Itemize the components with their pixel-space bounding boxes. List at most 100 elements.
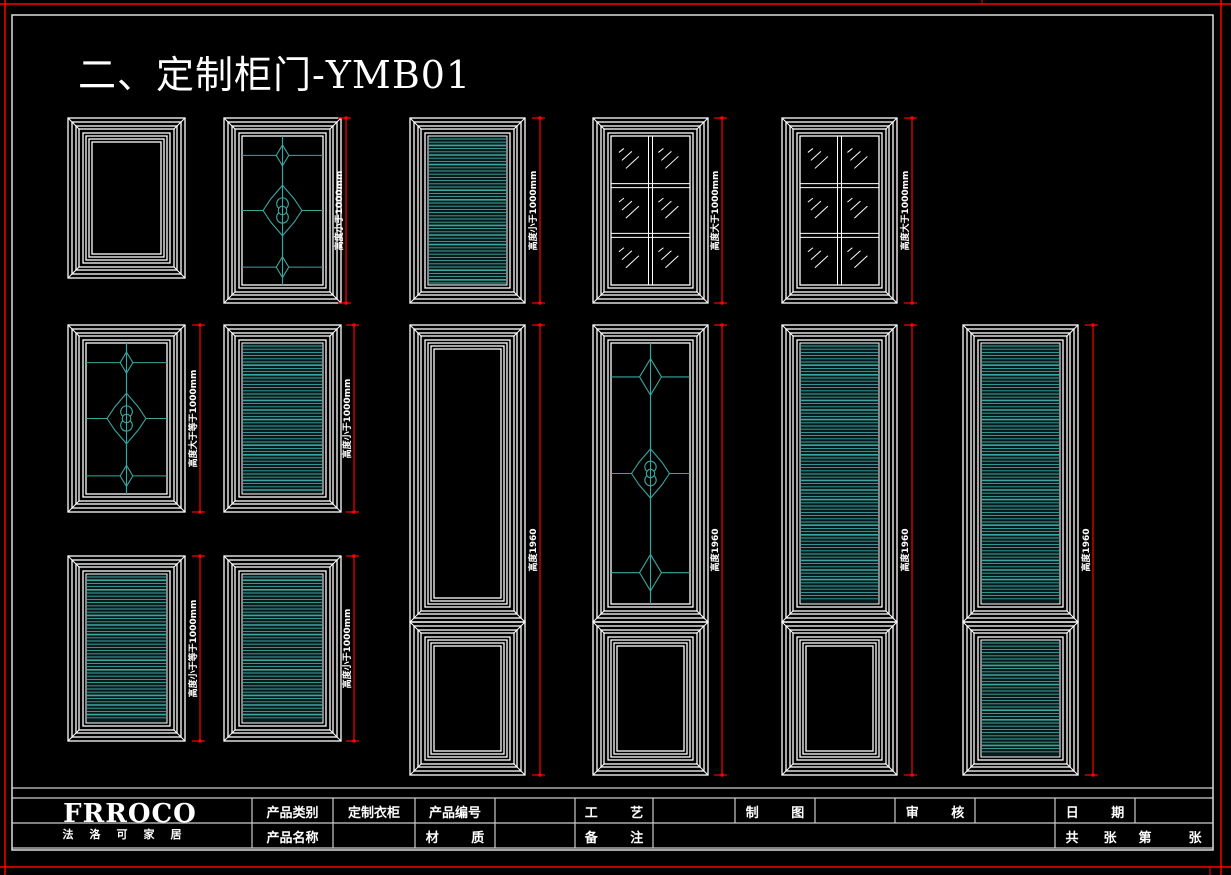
door-frame-line	[71, 559, 182, 738]
mitre-line	[409, 763, 422, 776]
door-frame-line	[78, 566, 175, 731]
mitre-line	[223, 291, 236, 304]
louver-panel	[980, 342, 1061, 605]
door-frame-line	[223, 117, 342, 304]
product-category-label: 产品类别	[266, 805, 319, 821]
glass-reflection	[665, 255, 679, 269]
door-frame-line	[600, 629, 701, 768]
mitre-line	[885, 324, 898, 337]
mitre-line	[513, 610, 526, 623]
door-frame-line	[67, 324, 186, 513]
glass-reflection	[625, 156, 640, 169]
mitre-line	[329, 555, 342, 568]
glass-reflection	[661, 200, 672, 211]
mitre-line	[592, 621, 605, 634]
dimension-node	[910, 773, 914, 777]
mitre-line	[781, 621, 794, 634]
glass-reflection	[658, 197, 664, 203]
glass-panel	[799, 135, 880, 286]
mitre-line	[329, 291, 342, 304]
door-frame-line	[792, 335, 887, 612]
mitre-line	[223, 500, 236, 513]
glass-reflection	[810, 151, 822, 161]
mitre-line	[67, 266, 80, 279]
date-label: 日 期	[1065, 805, 1125, 821]
door-frame-line	[67, 555, 186, 742]
door-frame-line	[600, 332, 701, 615]
panel-edge	[82, 570, 171, 727]
sheet-number-label: 第	[1138, 830, 1152, 846]
door-frame-line	[970, 629, 1071, 768]
raised-panel-line	[433, 348, 502, 599]
door-frame-line	[596, 328, 705, 619]
glass-reflection	[658, 247, 664, 253]
glass-reflection	[847, 247, 853, 253]
door-frame-line	[420, 335, 515, 612]
material-label: 材 质	[425, 830, 485, 846]
mitre-line	[1066, 763, 1079, 776]
door-frame-line	[234, 566, 331, 731]
cabinet-door-grid: 高度大于1000mm	[592, 116, 727, 305]
dimension-node	[198, 323, 202, 327]
door-frame-line	[792, 128, 887, 293]
door-frame-line	[234, 128, 331, 293]
mitre-line	[67, 729, 80, 742]
glass-reflection	[847, 197, 853, 203]
mitre-line	[696, 117, 709, 130]
mitre-line	[592, 324, 605, 337]
dimension-node	[198, 739, 202, 743]
mitre-line	[885, 117, 898, 130]
mitre-line	[1066, 324, 1079, 337]
door-frame-line	[413, 625, 522, 772]
door-frame-line	[785, 625, 894, 772]
raised-panel-line	[799, 639, 880, 758]
dimension-node	[720, 116, 724, 120]
mitre-line	[885, 291, 898, 304]
sheet-unit-label: 张	[1103, 830, 1117, 846]
dimension-label: 高度1960	[527, 528, 539, 571]
mitre-line	[885, 621, 898, 634]
title-block-grid	[11, 787, 1214, 849]
dimension-node	[1091, 773, 1095, 777]
mitre-line	[962, 610, 975, 623]
door-frame-line	[792, 632, 887, 765]
dimension-node	[198, 510, 202, 514]
glass-reflection	[814, 255, 829, 269]
raised-panel-line	[610, 639, 691, 758]
sheet-total-label: 共	[1065, 830, 1079, 846]
dimension-node	[720, 301, 724, 305]
door-frame-line	[596, 121, 705, 300]
door-frame-line	[417, 629, 518, 768]
cabinet-door-leaded: 高度大于等于1000mm	[67, 323, 205, 514]
mitre-line	[409, 621, 422, 634]
panel-edge	[424, 339, 511, 608]
dimension-node	[720, 323, 724, 327]
door-frame-line	[592, 117, 709, 304]
door-frame-line	[227, 328, 338, 509]
mitre-line	[781, 117, 794, 130]
mitre-line	[173, 729, 186, 742]
mitre-line	[696, 291, 709, 304]
dimension-node	[352, 739, 356, 743]
mitre-line	[962, 621, 975, 634]
door-frame-line	[409, 117, 526, 304]
dimension-node	[352, 510, 356, 514]
mitre-line	[67, 500, 80, 513]
mitre-line	[696, 324, 709, 337]
mitre-line	[696, 621, 709, 634]
mitre-line	[223, 729, 236, 742]
glass-panel	[610, 135, 691, 286]
raised-panel-line	[427, 342, 508, 605]
cabinet-door-louver: 高度小于等于1000mm	[67, 554, 205, 743]
mitre-line	[329, 500, 342, 513]
glass-reflection	[618, 197, 625, 203]
door-frame-line	[409, 621, 526, 776]
door-frame-line	[966, 625, 1075, 772]
review-label: 审 核	[905, 805, 965, 821]
door-frame-line	[596, 625, 705, 772]
panel-edge	[977, 636, 1064, 761]
raised-panel-line	[88, 138, 165, 258]
mitre-line	[173, 324, 186, 337]
